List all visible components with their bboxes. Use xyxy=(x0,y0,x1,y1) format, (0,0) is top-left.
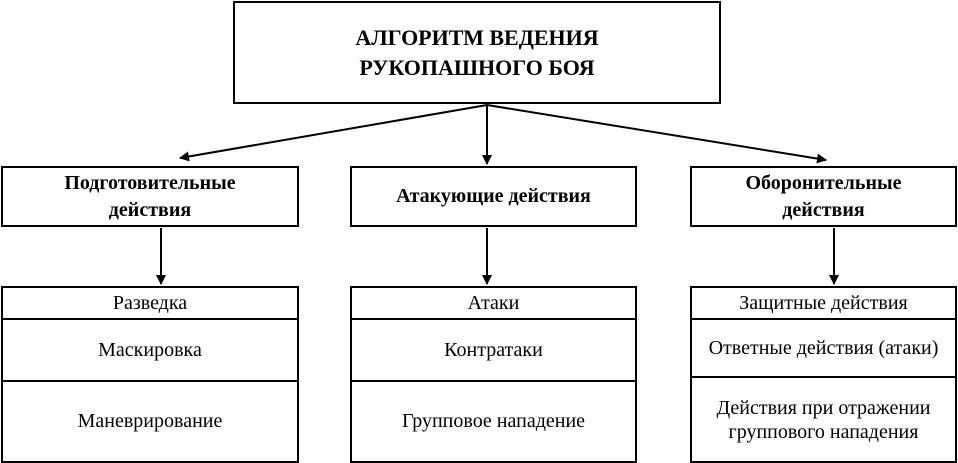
list-item: Групповое нападение xyxy=(352,380,635,461)
category-label-line-2: действия xyxy=(108,198,192,221)
list-item: Действия при отражении группового нападе… xyxy=(692,376,955,461)
list-item: Маневрирование xyxy=(3,380,297,461)
root-title-line-2: РУКОПАШНОГО БОЯ xyxy=(359,54,595,80)
list-defensive-actions: Защитные действия Ответные действия (ата… xyxy=(690,286,957,463)
category-label-line-1: Подготовительные xyxy=(64,171,236,194)
category-preparatory-actions: Подготовительные действия xyxy=(1,166,299,227)
category-attacking-actions: Атакующие действия xyxy=(350,166,637,227)
list-preparatory-actions: Разведка Маскировка Маневрирование xyxy=(1,286,299,463)
list-item: Маскировка xyxy=(3,318,297,380)
list-item: Контратаки xyxy=(352,318,635,380)
root-title-line-1: АЛГОРИТМ ВЕДЕНИЯ xyxy=(355,24,599,50)
list-item: Атаки xyxy=(467,291,520,314)
arrow-root-to-defensive xyxy=(486,104,827,164)
list-item: Ответные действия (атаки) xyxy=(692,318,955,376)
category-label-line-2: действия xyxy=(782,198,865,221)
list-attacking-actions: Атаки Контратаки Групповое нападение xyxy=(350,286,637,463)
category-label-line-1: Атакующие действия xyxy=(396,185,591,207)
list-item: Разведка xyxy=(112,291,188,314)
category-defensive-actions: Оборонительные действия xyxy=(690,166,957,227)
list-item: Защитные действия xyxy=(739,292,908,314)
arrow-root-to-preparatory xyxy=(179,104,488,162)
category-label-line-1: Оборонительные xyxy=(745,171,902,194)
root-node: АЛГОРИТМ ВЕДЕНИЯ РУКОПАШНОГО БОЯ xyxy=(233,1,721,104)
